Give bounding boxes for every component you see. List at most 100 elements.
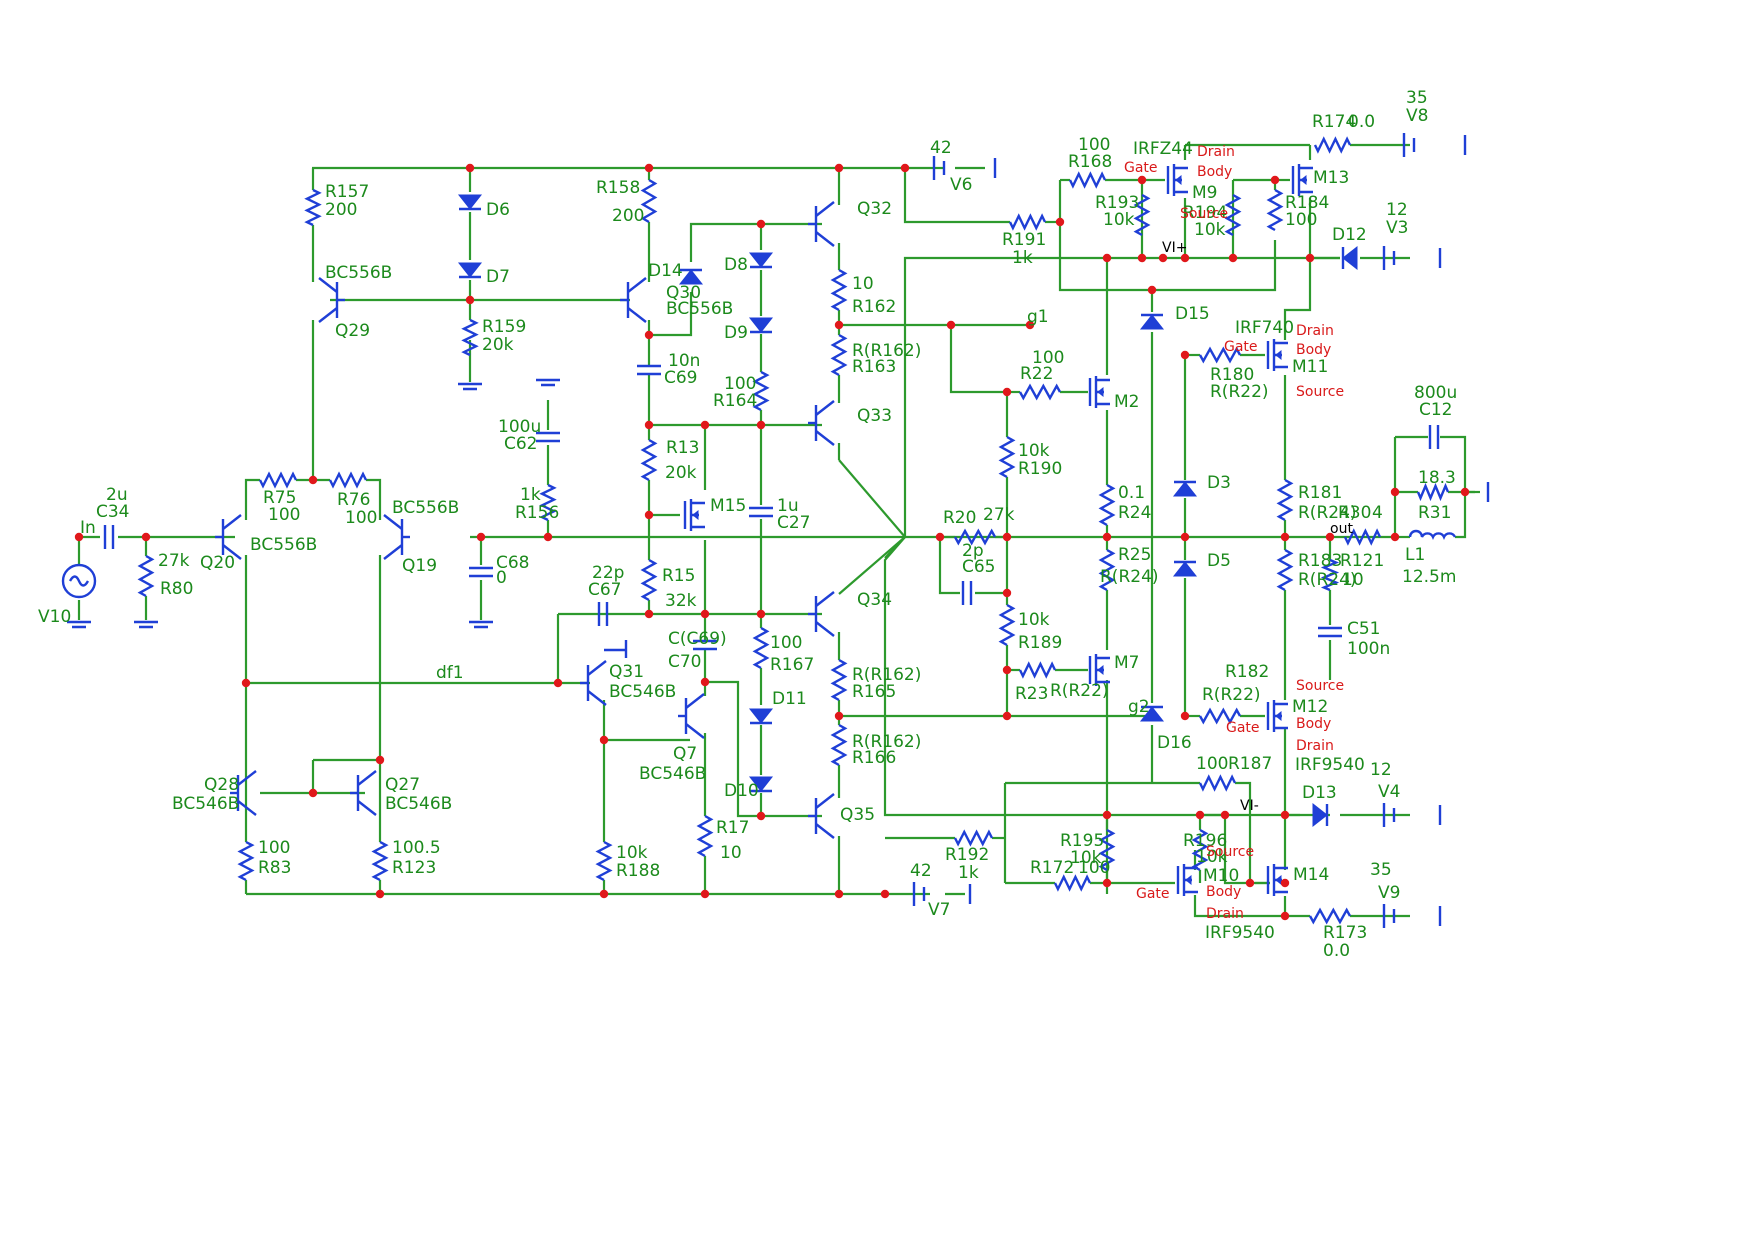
resistor-name: R75	[263, 488, 296, 508]
source-value: 42	[910, 861, 932, 881]
capacitor-name: C51	[1347, 619, 1381, 639]
resistor-name: R31	[1418, 503, 1451, 523]
diode-d3	[1172, 480, 1198, 497]
resistor-value: R(R24)	[1298, 503, 1357, 523]
mosfet-name: M11	[1292, 357, 1328, 377]
junction-dot	[834, 889, 844, 899]
resistor-r13	[640, 438, 658, 482]
resistor-r180	[1198, 346, 1242, 364]
capacitor-c69	[637, 364, 661, 376]
resistor-value: 100	[1285, 210, 1317, 230]
bjt-q32	[808, 201, 835, 247]
junction-dot	[834, 320, 844, 330]
net-label-df1: df1	[436, 663, 464, 683]
supply-v3	[1382, 246, 1396, 270]
resistor-value: 100	[1032, 348, 1064, 368]
resistor-r173	[1308, 907, 1352, 925]
diode-d11	[748, 708, 774, 725]
resistor-value: 10	[852, 274, 874, 294]
resistor-name: R196	[1183, 831, 1227, 851]
resistor-r25	[1098, 548, 1116, 592]
bjt-model: BC546B	[172, 794, 239, 814]
junction-dot	[756, 609, 766, 619]
mosfet-name: M15	[710, 496, 746, 516]
junction-dot	[74, 532, 84, 542]
junction-dot	[1147, 285, 1157, 295]
resistor-value: 10k	[1018, 441, 1050, 461]
resistor-name: R192	[945, 845, 989, 865]
resistor-r162	[830, 268, 848, 312]
mosfet-name: M10	[1203, 866, 1239, 886]
junction-dot	[1180, 253, 1190, 263]
diode-name: D10	[724, 781, 759, 801]
signal-source-v10	[61, 563, 97, 599]
bjt-name: Q29	[335, 321, 370, 341]
resistor-name: R121	[1340, 551, 1384, 571]
junction-dot	[1102, 878, 1112, 888]
components	[61, 133, 1490, 928]
resistor-r187	[1198, 774, 1237, 792]
resistor-value: 100	[258, 838, 290, 858]
resistor-value: 100	[345, 508, 377, 528]
capacitor-c12	[1428, 425, 1440, 449]
resistor-r164	[752, 370, 770, 412]
pin-label: Source	[1206, 844, 1254, 860]
supply-v6	[932, 156, 946, 180]
junction-dot	[308, 788, 318, 798]
junction-dot	[1102, 810, 1112, 820]
bjt-model: BC546B	[639, 764, 706, 784]
capacitor-value: 10n	[668, 351, 700, 371]
diode-d8	[748, 252, 774, 269]
resistor-r183	[1276, 548, 1294, 592]
resistor-r20	[953, 528, 997, 546]
junction-dot	[644, 510, 654, 520]
bjt-q7	[678, 693, 705, 739]
resistor-value: R(R162)	[852, 665, 921, 685]
supply-v4	[1382, 803, 1396, 827]
junction-dot	[946, 320, 956, 330]
mosfet-m12	[1266, 700, 1288, 732]
bjt-q29	[318, 277, 345, 323]
capacitor-name: C69	[664, 368, 698, 388]
junction-dot	[900, 163, 910, 173]
resistor-value: 100	[770, 633, 802, 653]
pin-label: Drain	[1296, 323, 1334, 339]
mosfet-name: M9	[1192, 183, 1217, 203]
net-label-vi-plus: VI+	[1162, 240, 1187, 256]
resistor-r167	[752, 626, 770, 670]
resistor-r193	[1133, 193, 1151, 237]
resistor-name: R30	[1338, 503, 1371, 523]
resistor-r23	[1018, 661, 1057, 679]
bjt-model: BC556B	[392, 498, 459, 518]
junction-dot	[1102, 532, 1112, 542]
bjt-name: Q19	[402, 556, 437, 576]
wires	[77, 143, 1480, 918]
capacitor-value: 22p	[592, 563, 624, 583]
source-value: 12	[1370, 760, 1392, 780]
diode-name: D13	[1302, 783, 1337, 803]
junction-dot	[1158, 253, 1168, 263]
resistor-r188	[595, 840, 613, 882]
pin-label: Body	[1296, 342, 1331, 358]
junction-dot	[1195, 810, 1205, 820]
resistor-r182	[1198, 707, 1242, 725]
capacitor-name: C70	[668, 652, 702, 672]
resistor-name: R187	[1228, 754, 1272, 774]
diode-name: D15	[1175, 304, 1210, 324]
resistor-value: 0.1	[1118, 483, 1145, 503]
capacitor-c34	[103, 525, 115, 549]
junction-dot	[834, 163, 844, 173]
resistor-value: 10k	[616, 843, 648, 863]
resistor-r75	[258, 471, 298, 489]
mosfet-name: M12	[1292, 697, 1328, 717]
capacitor-name: C34	[96, 502, 130, 522]
resistor-name: R184	[1285, 193, 1329, 213]
resistor-value: 100	[1196, 754, 1228, 774]
resistor-value: R(R24)	[1298, 570, 1357, 590]
resistor-value: 0.0	[1348, 112, 1375, 132]
capacitor-value: 1u	[777, 496, 799, 516]
junction-dot	[141, 532, 151, 542]
resistor-value: 1k	[958, 863, 979, 883]
pin-label: Source	[1296, 678, 1344, 694]
diode-name: D6	[486, 200, 510, 220]
